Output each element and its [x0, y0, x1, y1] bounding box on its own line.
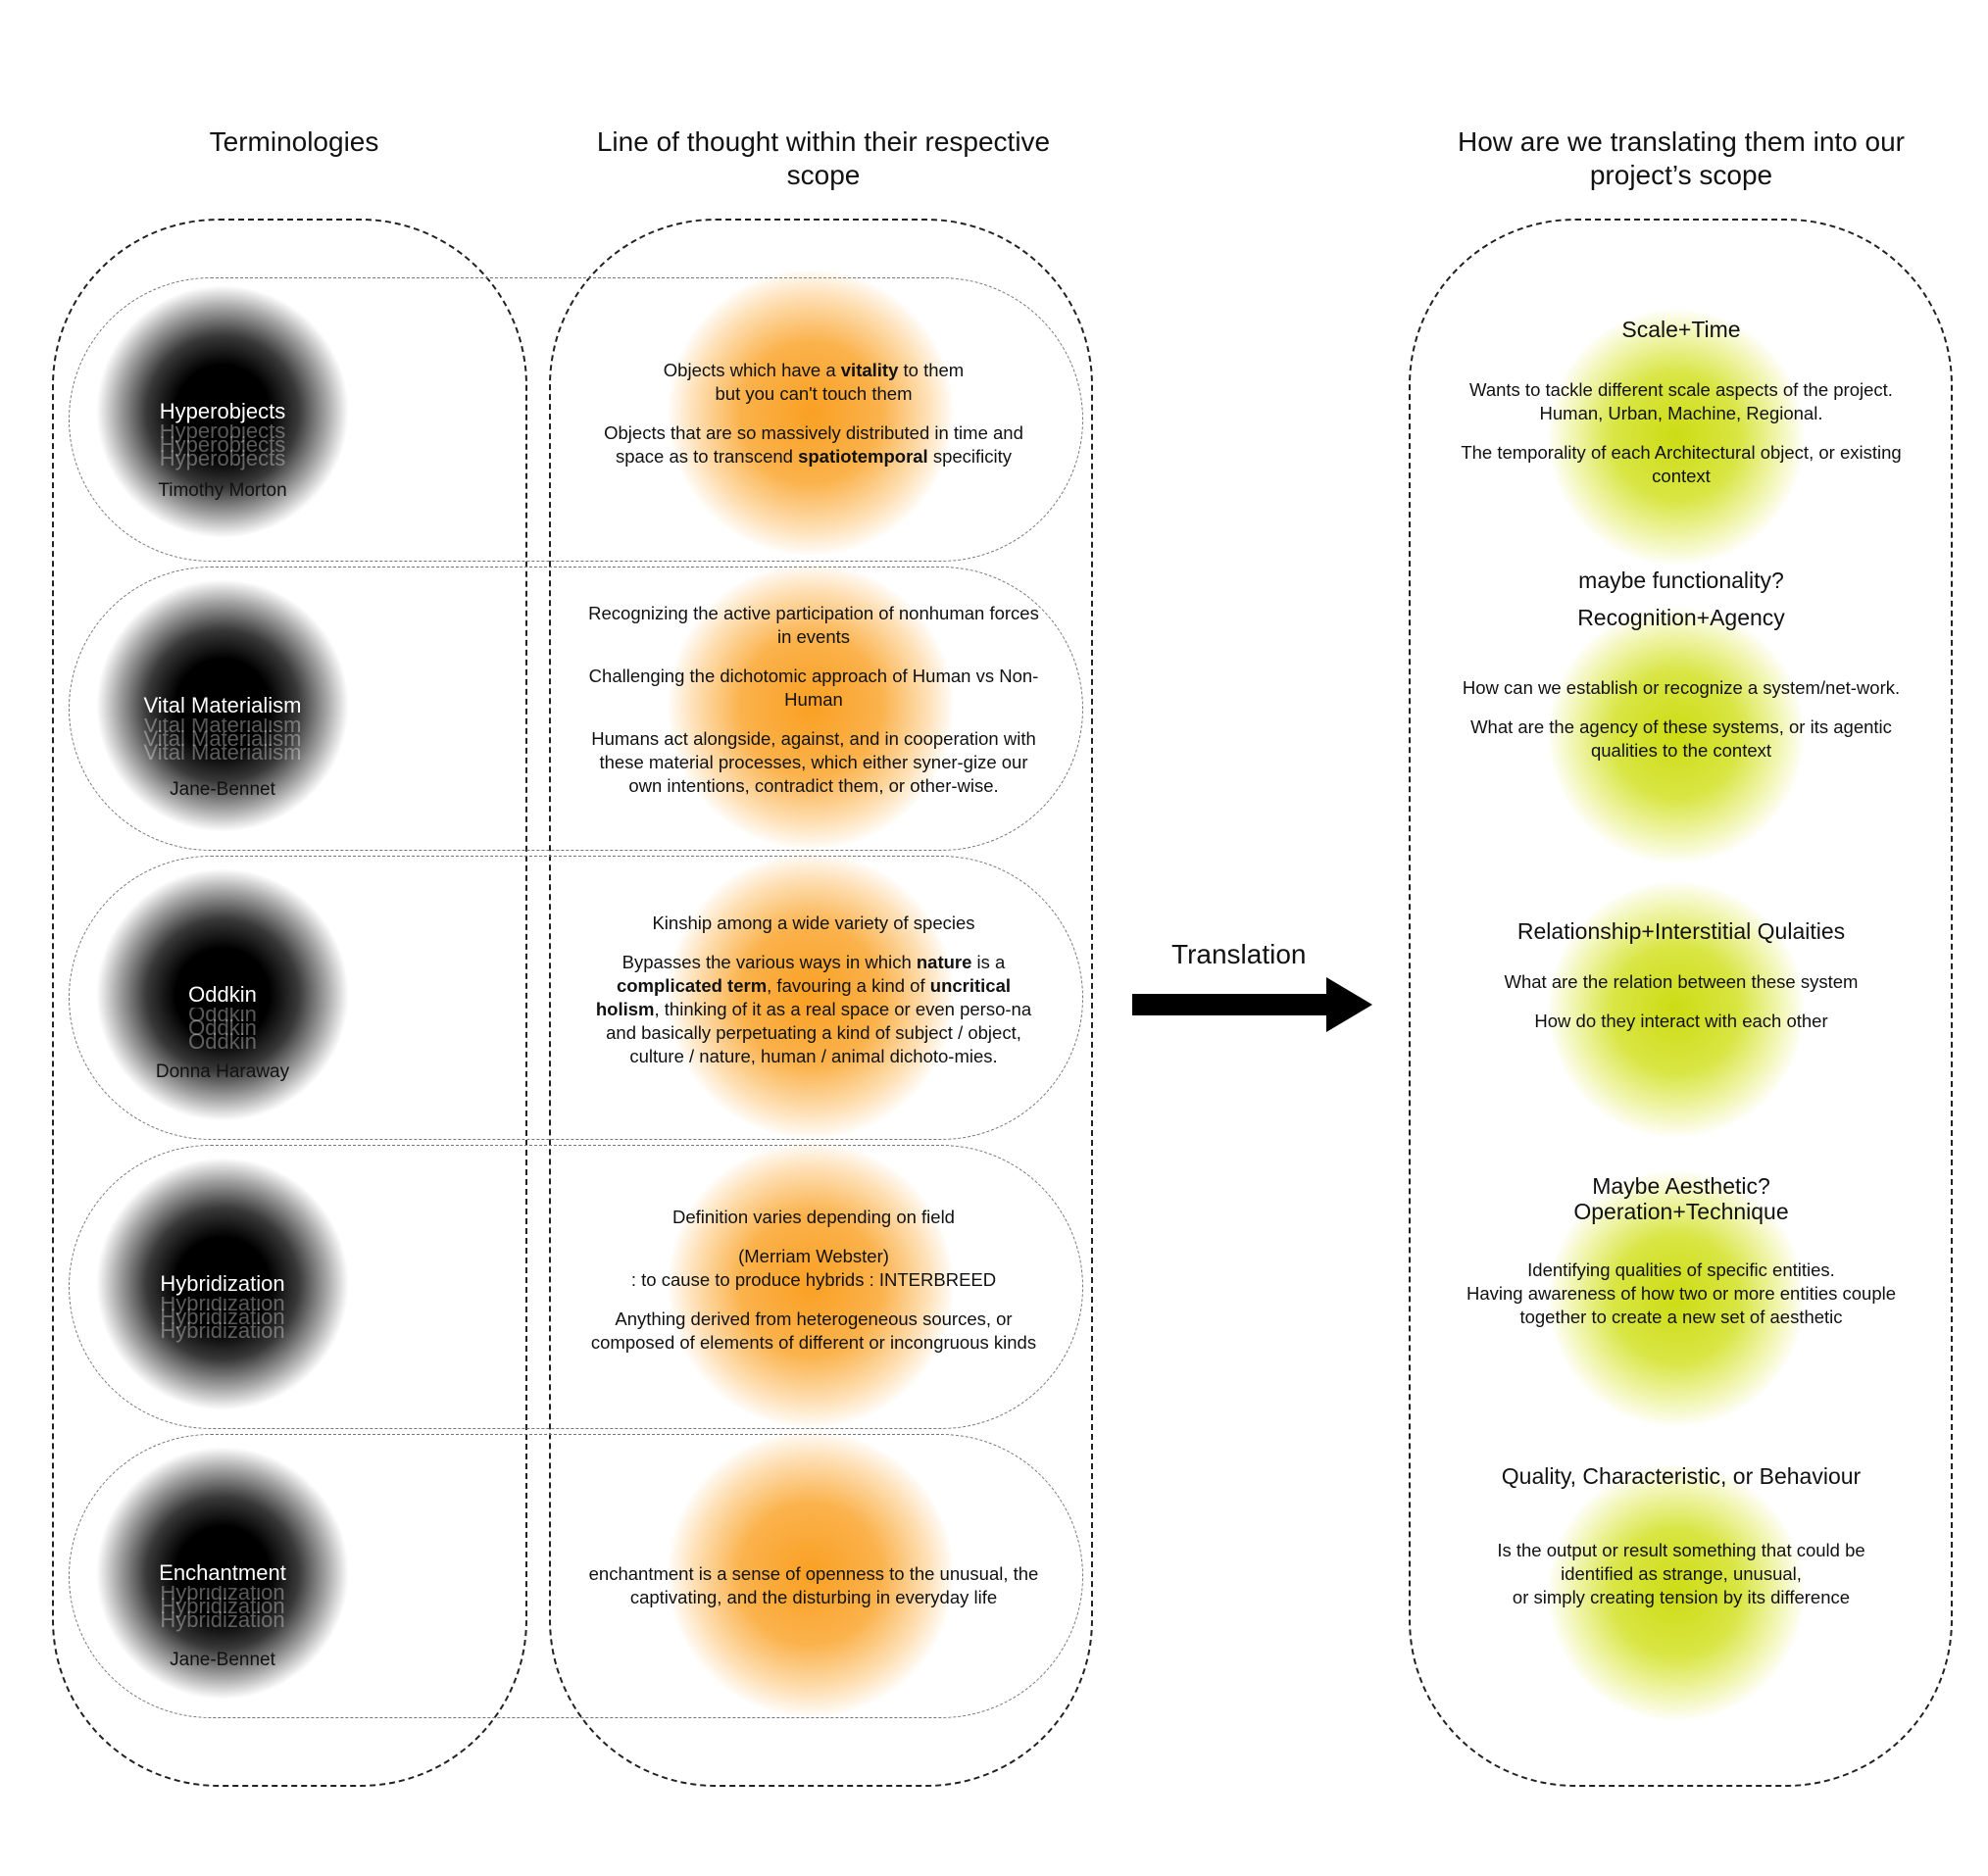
translation-glow-3 [1549, 882, 1804, 1137]
translation-heading: Scale+Time [1621, 317, 1741, 342]
thought-text-block: Definition varies depending on field (Mer… [588, 1206, 1039, 1370]
row-frame-4 [69, 1145, 1083, 1429]
translation-heading: Relationship+Interstitial Qulaities [1516, 918, 1846, 944]
translation-text-block: Identifying qualities of specific entiti… [1461, 1259, 1902, 1345]
translation-text-block: What are the relation between these syst… [1461, 970, 1902, 1049]
translation-label: Translation [1171, 939, 1307, 969]
translation-glow-1 [1549, 310, 1804, 565]
row-frame-3 [69, 856, 1083, 1140]
text-paragraph: Bypasses the various ways in which natur… [595, 952, 1032, 1066]
terminologies-frame [52, 219, 527, 1787]
term-orb-3 [95, 867, 350, 1122]
term-name: Hybridization [160, 1271, 285, 1296]
text-paragraph: Challenging the dichotomic approach of H… [588, 666, 1039, 710]
term-author: Jane-Bennet [170, 1650, 275, 1670]
term-author: Jane-Bennet [170, 779, 275, 800]
row-frame-2 [69, 567, 1083, 851]
terminologies-header: Terminologies [209, 126, 379, 157]
text-paragraph: Definition varies depending on field [672, 1207, 955, 1227]
translation-heading: Quality, Characteristic, or Behaviour [1501, 1463, 1862, 1489]
row-frame-1 [69, 277, 1083, 562]
translation-heading: maybe functionality? Recognition+Agency [1577, 568, 1785, 630]
thought-glow-5 [669, 1432, 953, 1716]
term-author: Donna Haraway [155, 1061, 290, 1082]
thought-glow-2 [669, 565, 953, 849]
text-paragraph: The temporality of each Architectural ob… [1461, 442, 1902, 486]
term-name: Hyperobjects [159, 399, 286, 423]
row-frame-5 [69, 1434, 1083, 1718]
text-paragraph: Is the output or result something that c… [1497, 1540, 1865, 1607]
text-paragraph: How do they interact with each other [1534, 1011, 1828, 1031]
translation-scope-header: How are we translating them into our pro… [1458, 126, 1905, 190]
line-of-thought-frame [549, 219, 1093, 1787]
translation-text-block: Is the output or result something that c… [1461, 1539, 1902, 1625]
thought-text-block: enchantment is a sense of openness to th… [588, 1562, 1039, 1625]
text-paragraph: Anything derived from heterogeneous sour… [590, 1308, 1037, 1353]
term-orb-5 [95, 1446, 350, 1701]
thought-glow-3 [669, 854, 953, 1138]
translation-glow-2 [1549, 608, 1804, 863]
line-of-thought-header: Line of thought within their respective … [596, 126, 1051, 190]
text-paragraph: Wants to tackle different scale aspects … [1469, 379, 1893, 423]
translation-glow-5 [1549, 1465, 1804, 1720]
term-orb-4 [95, 1157, 350, 1411]
term-author: Timothy Morton [158, 480, 287, 501]
text-paragraph: Recognizing the active participation of … [588, 603, 1039, 647]
translation-text-block: Wants to tackle different scale aspects … [1461, 378, 1902, 504]
text-paragraph: enchantment is a sense of openness to th… [588, 1563, 1039, 1607]
term-name: Enchantment [159, 1560, 286, 1585]
thought-glow-4 [669, 1143, 953, 1427]
text-paragraph: (Merriam Webster): to cause to produce h… [630, 1246, 997, 1290]
text-paragraph: Kinship among a wide variety of species [652, 913, 975, 933]
text-paragraph: What are the agency of these systems, or… [1470, 716, 1892, 761]
text-paragraph: Humans act alongside, against, and in co… [591, 728, 1036, 796]
translation-glow-4 [1549, 1171, 1804, 1426]
text-paragraph: Identifying qualities of specific entiti… [1466, 1259, 1897, 1327]
text-paragraph: What are the relation between these syst… [1504, 971, 1859, 992]
term-orb-2 [95, 578, 350, 833]
translation-text-block: How can we establish or recognize a syst… [1446, 676, 1916, 778]
term-name: Vital Materialism [143, 693, 302, 717]
term-name: Oddkin [188, 982, 257, 1007]
thought-text-block: Recognizing the active participation of … [588, 602, 1039, 814]
text-paragraph: How can we establish or recognize a syst… [1462, 677, 1901, 698]
thought-glow-1 [669, 271, 953, 555]
term-orb-1 [95, 284, 350, 539]
right-arrow-icon [1132, 977, 1372, 1032]
translation-frame [1409, 219, 1953, 1787]
translation-heading: Maybe Aesthetic? Operation+Technique [1573, 1173, 1789, 1224]
text-paragraph: Objects that are so massively distribute… [604, 422, 1023, 467]
